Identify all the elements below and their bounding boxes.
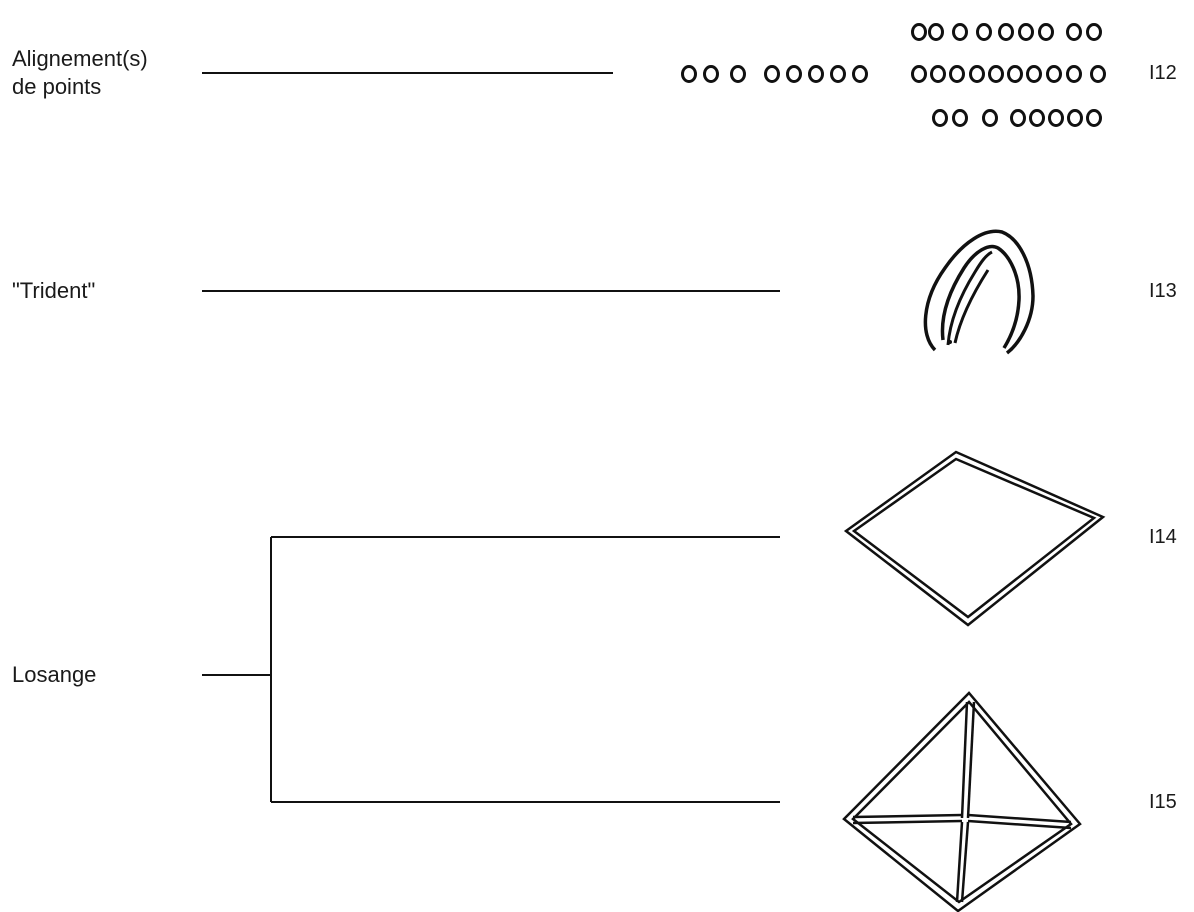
point-mark — [1012, 111, 1025, 126]
point-mark — [1048, 67, 1061, 82]
point-mark — [854, 67, 867, 82]
point-mark — [788, 67, 801, 82]
trident-glyph — [925, 231, 1033, 353]
point-mark — [1000, 25, 1013, 40]
code-i15: I15 — [1149, 791, 1177, 814]
point-mark — [1092, 67, 1105, 82]
label-losange: Losange — [12, 661, 96, 689]
point-mark — [1020, 25, 1033, 40]
label-alignement-line2: de points — [12, 73, 148, 101]
point-mark — [1068, 25, 1081, 40]
point-mark — [913, 25, 926, 40]
point-mark — [810, 67, 823, 82]
divided-losange-glyph — [844, 693, 1080, 911]
point-mark — [766, 67, 779, 82]
point-mark — [954, 111, 967, 126]
label-trident: "Trident" — [12, 277, 95, 305]
point-mark — [913, 67, 926, 82]
point-mark — [1068, 67, 1081, 82]
point-mark — [1040, 25, 1053, 40]
point-mark — [934, 111, 947, 126]
point-mark — [930, 25, 943, 40]
point-mark — [1031, 111, 1044, 126]
point-mark — [971, 67, 984, 82]
point-mark — [683, 67, 696, 82]
label-alignement: Alignement(s) de points — [12, 45, 148, 101]
code-i14: I14 — [1149, 526, 1177, 549]
point-mark — [832, 67, 845, 82]
point-alignment-glyph — [683, 25, 1105, 126]
point-mark — [1050, 111, 1063, 126]
bracket-losange — [202, 537, 780, 802]
point-mark — [705, 67, 718, 82]
point-mark — [732, 67, 745, 82]
label-alignement-line1: Alignement(s) — [12, 45, 148, 73]
point-mark — [1028, 67, 1041, 82]
point-mark — [1088, 111, 1101, 126]
code-i13: I13 — [1149, 280, 1177, 303]
point-mark — [1088, 25, 1101, 40]
point-mark — [951, 67, 964, 82]
point-mark — [932, 67, 945, 82]
point-mark — [978, 25, 991, 40]
point-mark — [984, 111, 997, 126]
code-i12: I12 — [1149, 62, 1177, 85]
point-mark — [954, 25, 967, 40]
point-mark — [1069, 111, 1082, 126]
point-mark — [990, 67, 1003, 82]
point-mark — [1009, 67, 1022, 82]
losange-glyph — [846, 452, 1103, 625]
